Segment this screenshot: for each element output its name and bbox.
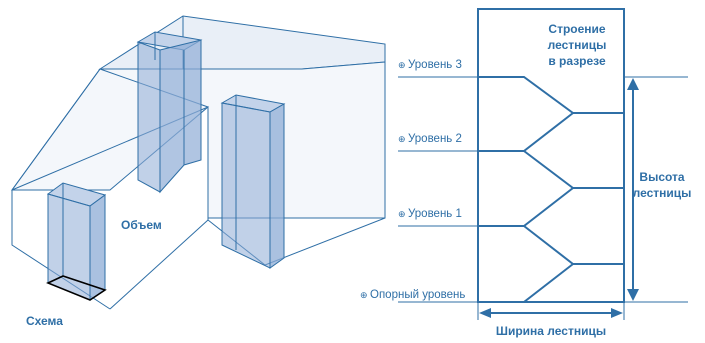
level-marker-2: ⊕ xyxy=(398,134,406,144)
section-title-line-3: в разрезе xyxy=(548,54,606,68)
level-label-base: Опорный уровень xyxy=(370,289,465,301)
width-arrow-head-left xyxy=(479,308,491,318)
level-label-2: Уровень 2 xyxy=(408,133,462,145)
section-title-line-1: Строение xyxy=(548,22,606,36)
width-label: Ширина лестницы xyxy=(496,324,606,338)
shaft-right-side xyxy=(269,103,285,269)
flight-low xyxy=(523,225,624,265)
stair-shaft-right xyxy=(220,94,286,269)
shaft-mid-side xyxy=(159,39,202,194)
shaft-right-front xyxy=(221,102,271,269)
isometric-building xyxy=(11,15,386,310)
flight-top-return xyxy=(478,112,574,152)
level-marker-1: ⊕ xyxy=(398,209,406,219)
shaft-left-front xyxy=(47,193,91,301)
height-label-line-1: Высота xyxy=(639,170,684,184)
height-arrow-head-bottom xyxy=(627,289,639,301)
stair-flights xyxy=(478,76,624,303)
section-title-line-2: лестницы xyxy=(548,38,607,52)
label-scheme: Схема xyxy=(26,314,63,328)
flight-top xyxy=(478,76,624,114)
height-label-line-2: лестницы xyxy=(633,186,692,200)
level-marker-base: ⊕ xyxy=(360,290,368,300)
shaft-left-side xyxy=(89,194,106,301)
level-label-3: Уровень 3 xyxy=(408,59,462,71)
section-frame xyxy=(477,8,625,303)
shaft-left-base xyxy=(45,275,107,301)
flight-mid xyxy=(523,150,624,189)
section-diagram xyxy=(398,8,688,320)
body-outline-front-bottom xyxy=(109,219,209,310)
stair-shaft-middle xyxy=(136,31,203,194)
flight-low-return xyxy=(478,263,574,303)
width-arrow-head-right xyxy=(611,308,623,318)
level-marker-3: ⊕ xyxy=(398,60,406,70)
shaft-mid-front xyxy=(137,41,161,193)
height-arrow-head-top xyxy=(627,78,639,90)
label-volume: Объем xyxy=(121,218,162,232)
stair-shaft-left xyxy=(45,182,107,301)
level-labels: ⊕ Уровень 3 ⊕ Уровень 2 ⊕ Уровень 1 ⊕ Оп… xyxy=(360,59,465,301)
level-label-1: Уровень 1 xyxy=(408,208,462,220)
flight-mid-return xyxy=(478,187,574,227)
